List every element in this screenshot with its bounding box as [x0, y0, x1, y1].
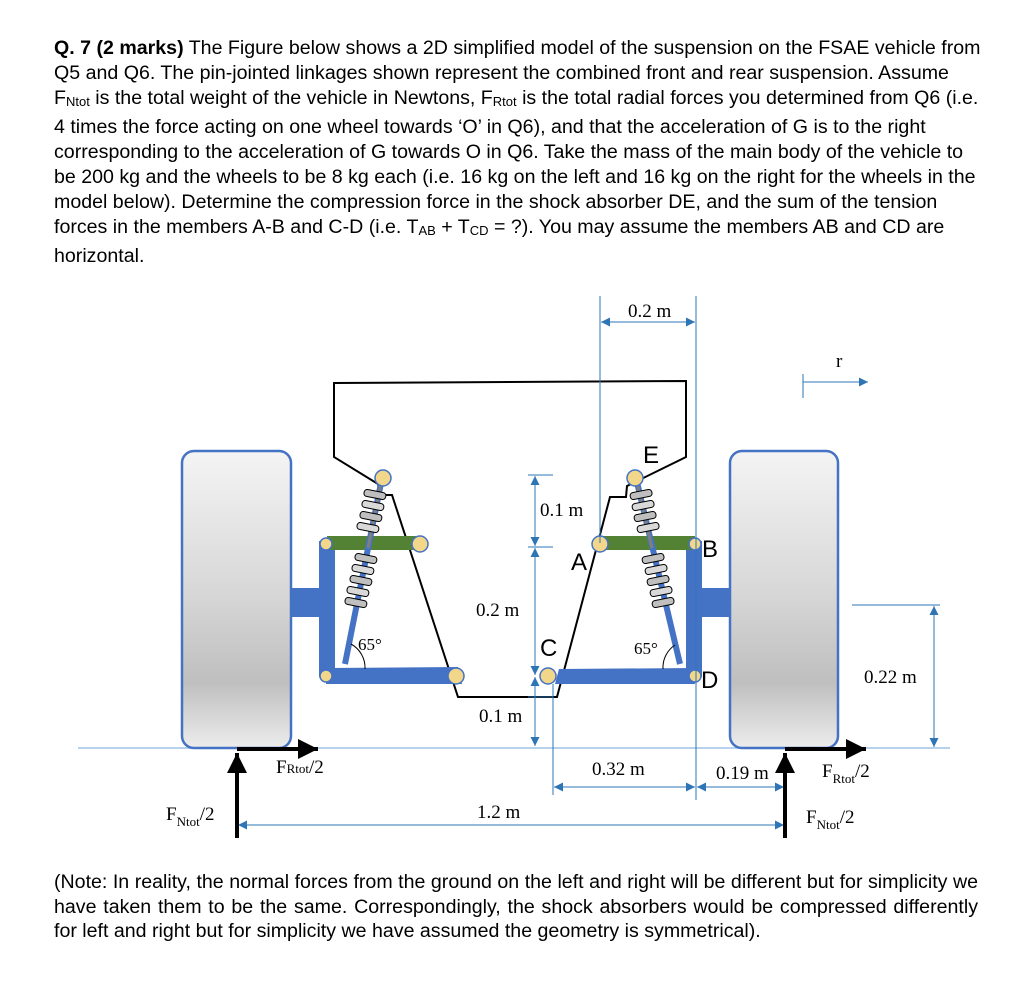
- joint-label-E: E: [643, 442, 659, 469]
- right-wheel: [728, 449, 840, 750]
- label-right-radial-force: FRtot/2: [822, 761, 870, 786]
- right-angle-arc: [662, 644, 676, 670]
- question-number: Q. 7 (2 marks): [54, 37, 184, 59]
- right-shock-absorber: [629, 477, 683, 665]
- pin-left-shock-top: [374, 469, 392, 487]
- pin-left-upright-top: [319, 537, 333, 551]
- left-angle-arc: [350, 643, 366, 670]
- pin-B: [688, 537, 702, 551]
- pin-left-upright-bottom: [319, 669, 333, 683]
- left-lower-arm: [326, 667, 462, 684]
- label-right-normal-force: FNtot/2: [806, 807, 854, 832]
- right-lower-arm: [555, 668, 695, 684]
- joint-label-C: C: [540, 635, 557, 662]
- pin-joints: [319, 469, 702, 685]
- pin-D: [688, 669, 702, 683]
- joint-label-A: A: [571, 549, 587, 576]
- dim-label-019: 0.19 m: [716, 763, 769, 784]
- pin-left-upper-inner: [411, 535, 429, 553]
- pin-E: [626, 469, 644, 487]
- joint-label-B: B: [702, 536, 718, 563]
- left-upper-link: [327, 536, 420, 550]
- dim-label-01-lower: 0.1 m: [479, 706, 523, 727]
- dim-label-022: 0.22 m: [864, 667, 917, 688]
- dim-label-01-upper: 0.1 m: [540, 500, 584, 521]
- left-wheel: [180, 449, 293, 750]
- label-left-radial-force: FRtot/2: [276, 757, 324, 778]
- right-upright: [686, 541, 730, 677]
- left-upright: [290, 541, 335, 677]
- label-left-normal-force: FNtot/2: [166, 804, 214, 829]
- pin-C: [539, 667, 557, 685]
- note-text: (Note: In reality, the normal forces fro…: [54, 871, 978, 943]
- dim-label-02-mid: 0.2 m: [476, 600, 520, 621]
- pin-left-lower-inner: [447, 667, 465, 685]
- left-shock-absorber: [342, 477, 387, 665]
- question-text: Q. 7 (2 marks) The Figure below shows a …: [54, 37, 981, 267]
- angle-label-right: 65°: [634, 639, 658, 658]
- joint-label-D: D: [701, 667, 718, 694]
- dim-label-12: 1.2 m: [477, 802, 521, 823]
- angle-label-left: 65°: [358, 635, 382, 654]
- dim-label-top: 0.2 m: [628, 301, 672, 322]
- r-label: r: [836, 351, 843, 372]
- dim-label-032: 0.32 m: [592, 759, 645, 780]
